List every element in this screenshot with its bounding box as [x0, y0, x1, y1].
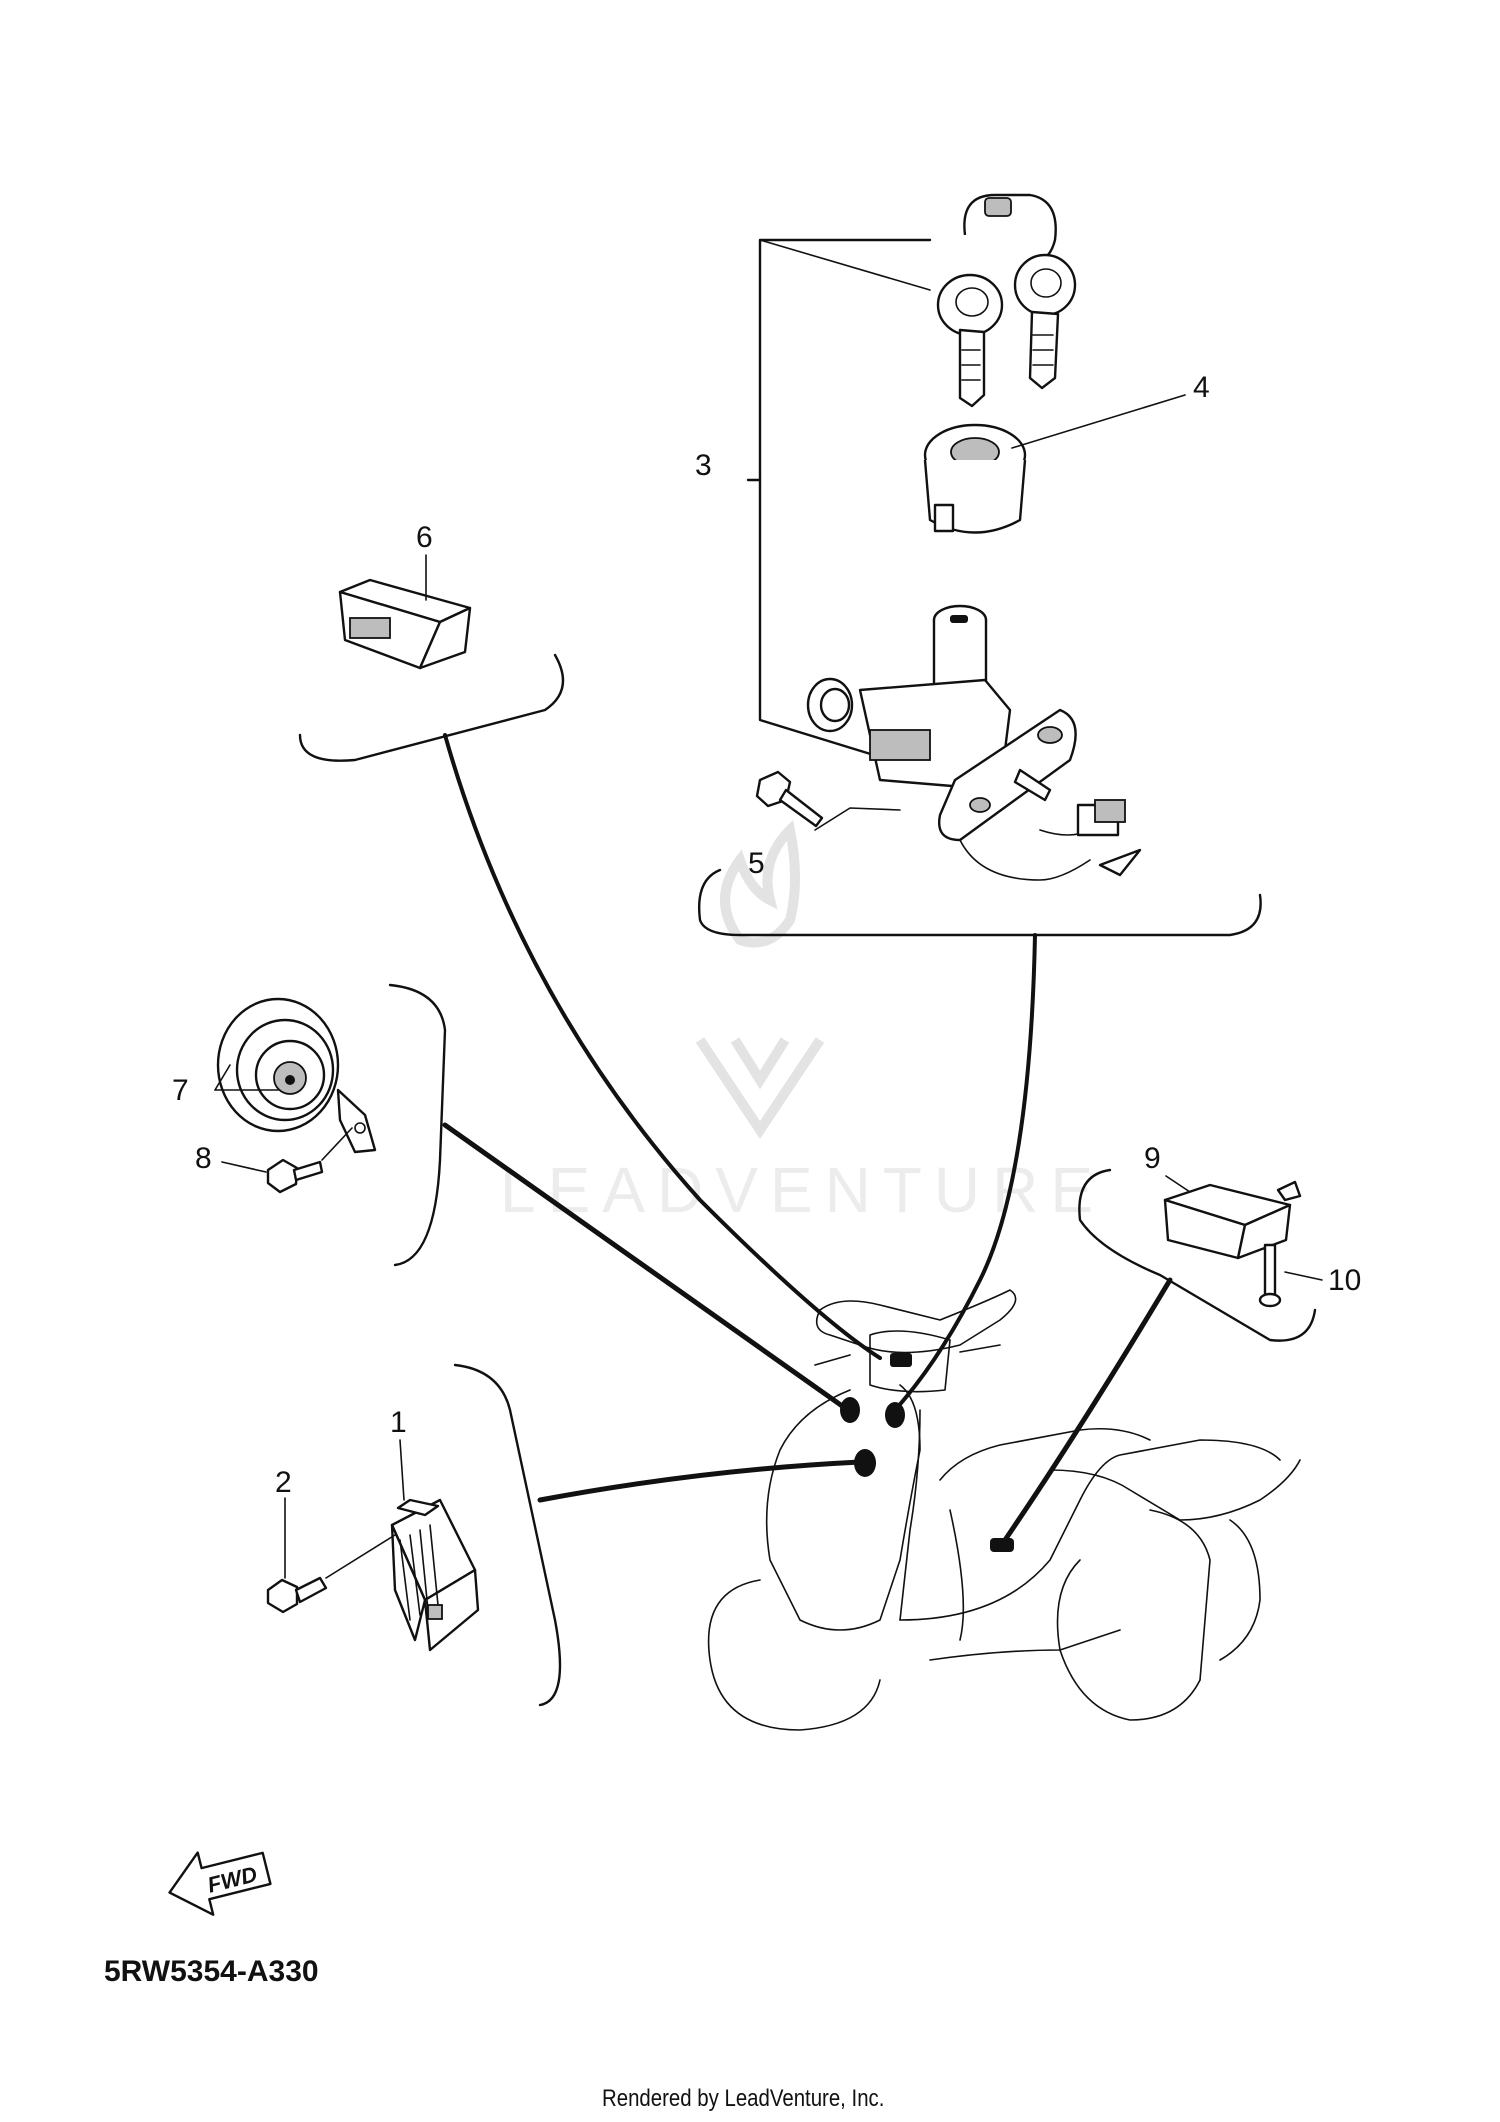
leader-lines	[442, 733, 1173, 1543]
callout-10: 10	[1328, 1264, 1361, 1297]
callout-4: 4	[1193, 371, 1210, 404]
callout-9: 9	[1144, 1142, 1161, 1175]
relay-group: 6	[298, 521, 565, 762]
callout-7: 7	[172, 1074, 189, 1107]
callout-3: 3	[695, 449, 712, 482]
scooter-outline	[707, 1289, 1301, 1731]
callout-8: 8	[195, 1142, 212, 1175]
watermark-logo: LEADVENTURE	[500, 819, 1105, 1226]
bolt-5-icon	[755, 770, 824, 828]
key-set-icon	[936, 193, 1077, 408]
fwd-arrow-icon: FWD	[168, 1851, 272, 1916]
callout-1: 1	[390, 1406, 407, 1439]
horn-group: 7 8	[172, 983, 447, 1267]
horn-7-icon	[216, 997, 377, 1154]
diagram-code: 5RW5354-A330	[104, 1955, 319, 1988]
rendered-by-credit: Rendered by LeadVenture, Inc.	[602, 2085, 885, 2112]
callout-2: 2	[275, 1466, 292, 1499]
unit-9-icon	[1163, 1180, 1302, 1260]
regulator-1-icon	[390, 1498, 480, 1652]
bolt-2-icon	[266, 1576, 328, 1614]
relay-6-icon	[338, 578, 472, 670]
lock-cover-icon	[923, 423, 1027, 534]
bolt-8-icon	[266, 1158, 324, 1194]
main-switch-group: 3 4 5	[695, 193, 1262, 937]
unit-group: 9 10	[1078, 1142, 1361, 1342]
callout-5: 5	[748, 847, 765, 880]
watermark-text: LEADVENTURE	[500, 1154, 1105, 1226]
callout-6: 6	[416, 521, 433, 554]
regulator-group: 1 2	[266, 1363, 562, 1707]
bolt-10-icon	[1258, 1243, 1282, 1308]
main-switch-icon	[806, 604, 1142, 881]
